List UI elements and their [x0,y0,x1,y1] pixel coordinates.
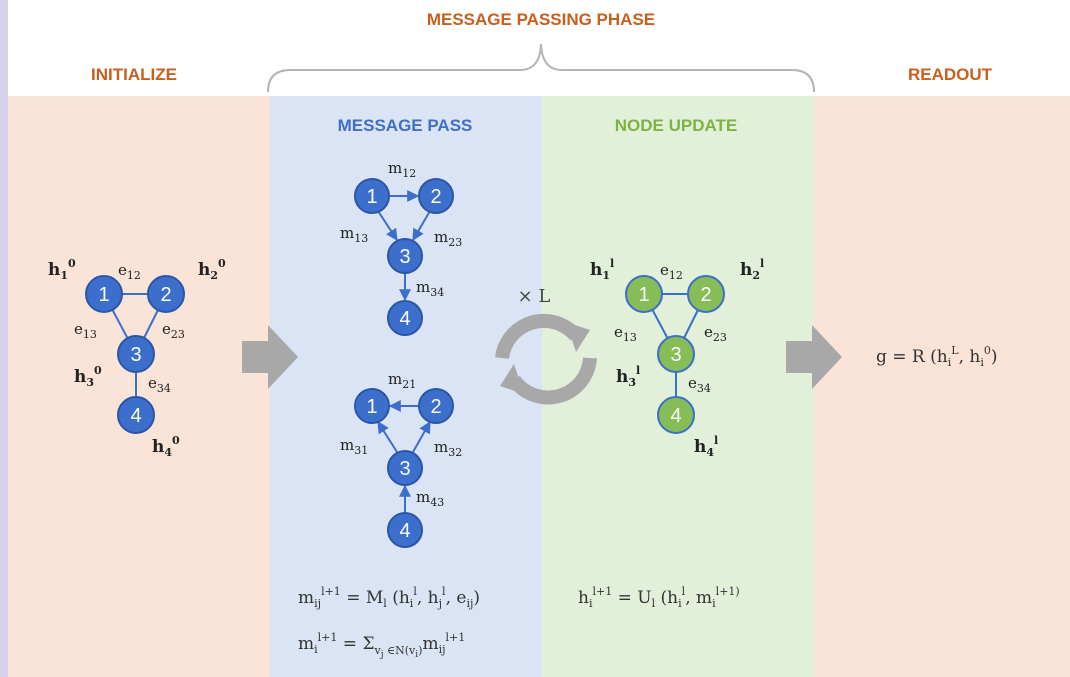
graph-node-1: 1 [625,275,663,313]
initialize-title: INITIALIZE [91,65,177,84]
svg-text:1: 1 [98,284,109,306]
svg-text:2: 2 [430,186,441,208]
graph-node-1: 1 [354,388,390,424]
node-update-graph: 1 2 3 4 h1l h2l h3l h4l e12 e13 e23 e34 [590,257,764,459]
svg-text:3: 3 [130,344,141,366]
graph-node-4: 4 [657,396,695,434]
graph-node-3: 3 [387,450,423,486]
graph-node-3: 3 [657,335,695,373]
svg-text:1: 1 [366,396,377,418]
initial-graph: 1 2 3 4 h10 h20 h30 h40 e12 e13 e23 e34 [48,257,226,459]
message-pass-title: MESSAGE PASS [338,116,473,135]
initialize-panel [8,96,270,677]
graph-node-4: 4 [387,512,423,548]
graph-node-2: 2 [418,388,454,424]
svg-text:3: 3 [399,458,410,480]
svg-text:2: 2 [700,284,711,306]
right-arrow-icon [786,325,842,389]
graph-node-2: 2 [687,275,725,313]
svg-text:1: 1 [638,284,649,306]
graph-node-2: 2 [418,178,454,214]
svg-text:4: 4 [670,405,681,427]
phase-title: MESSAGE PASSING PHASE [427,10,655,29]
message-pass-panel [270,96,542,677]
right-arrow-icon [242,325,298,389]
svg-text:1: 1 [366,186,377,208]
loop-label: × L [518,286,551,307]
readout-title: READOUT [908,65,993,84]
top-band [8,0,1070,96]
cycle-arrows-icon [495,313,597,405]
svg-text:h2l: h2l [740,257,764,282]
svg-text:4: 4 [399,520,410,542]
graph-node-4: 4 [387,300,423,336]
svg-text:4: 4 [399,308,410,330]
graph-node-1: 1 [85,275,123,313]
graph-node-4: 4 [117,396,155,434]
svg-text:3: 3 [399,246,410,268]
node-update-panel [542,96,814,677]
readout-panel [814,96,1070,677]
graph-node-3: 3 [387,238,423,274]
phase-brace [267,43,815,93]
svg-text:2: 2 [430,396,441,418]
node-update-title: NODE UPDATE [615,116,737,135]
svg-text:2: 2 [160,284,171,306]
svg-text:4: 4 [130,405,141,427]
graph-node-2: 2 [147,275,185,313]
message-pass-graph-bottom: 1 2 3 4 m21 m31 m32 m43 [340,370,462,548]
graph-node-1: 1 [354,178,390,214]
graph-node-3: 3 [117,335,155,373]
readout-formula: g = R (hiL, hi0) [876,344,998,369]
svg-text:3: 3 [670,344,681,366]
